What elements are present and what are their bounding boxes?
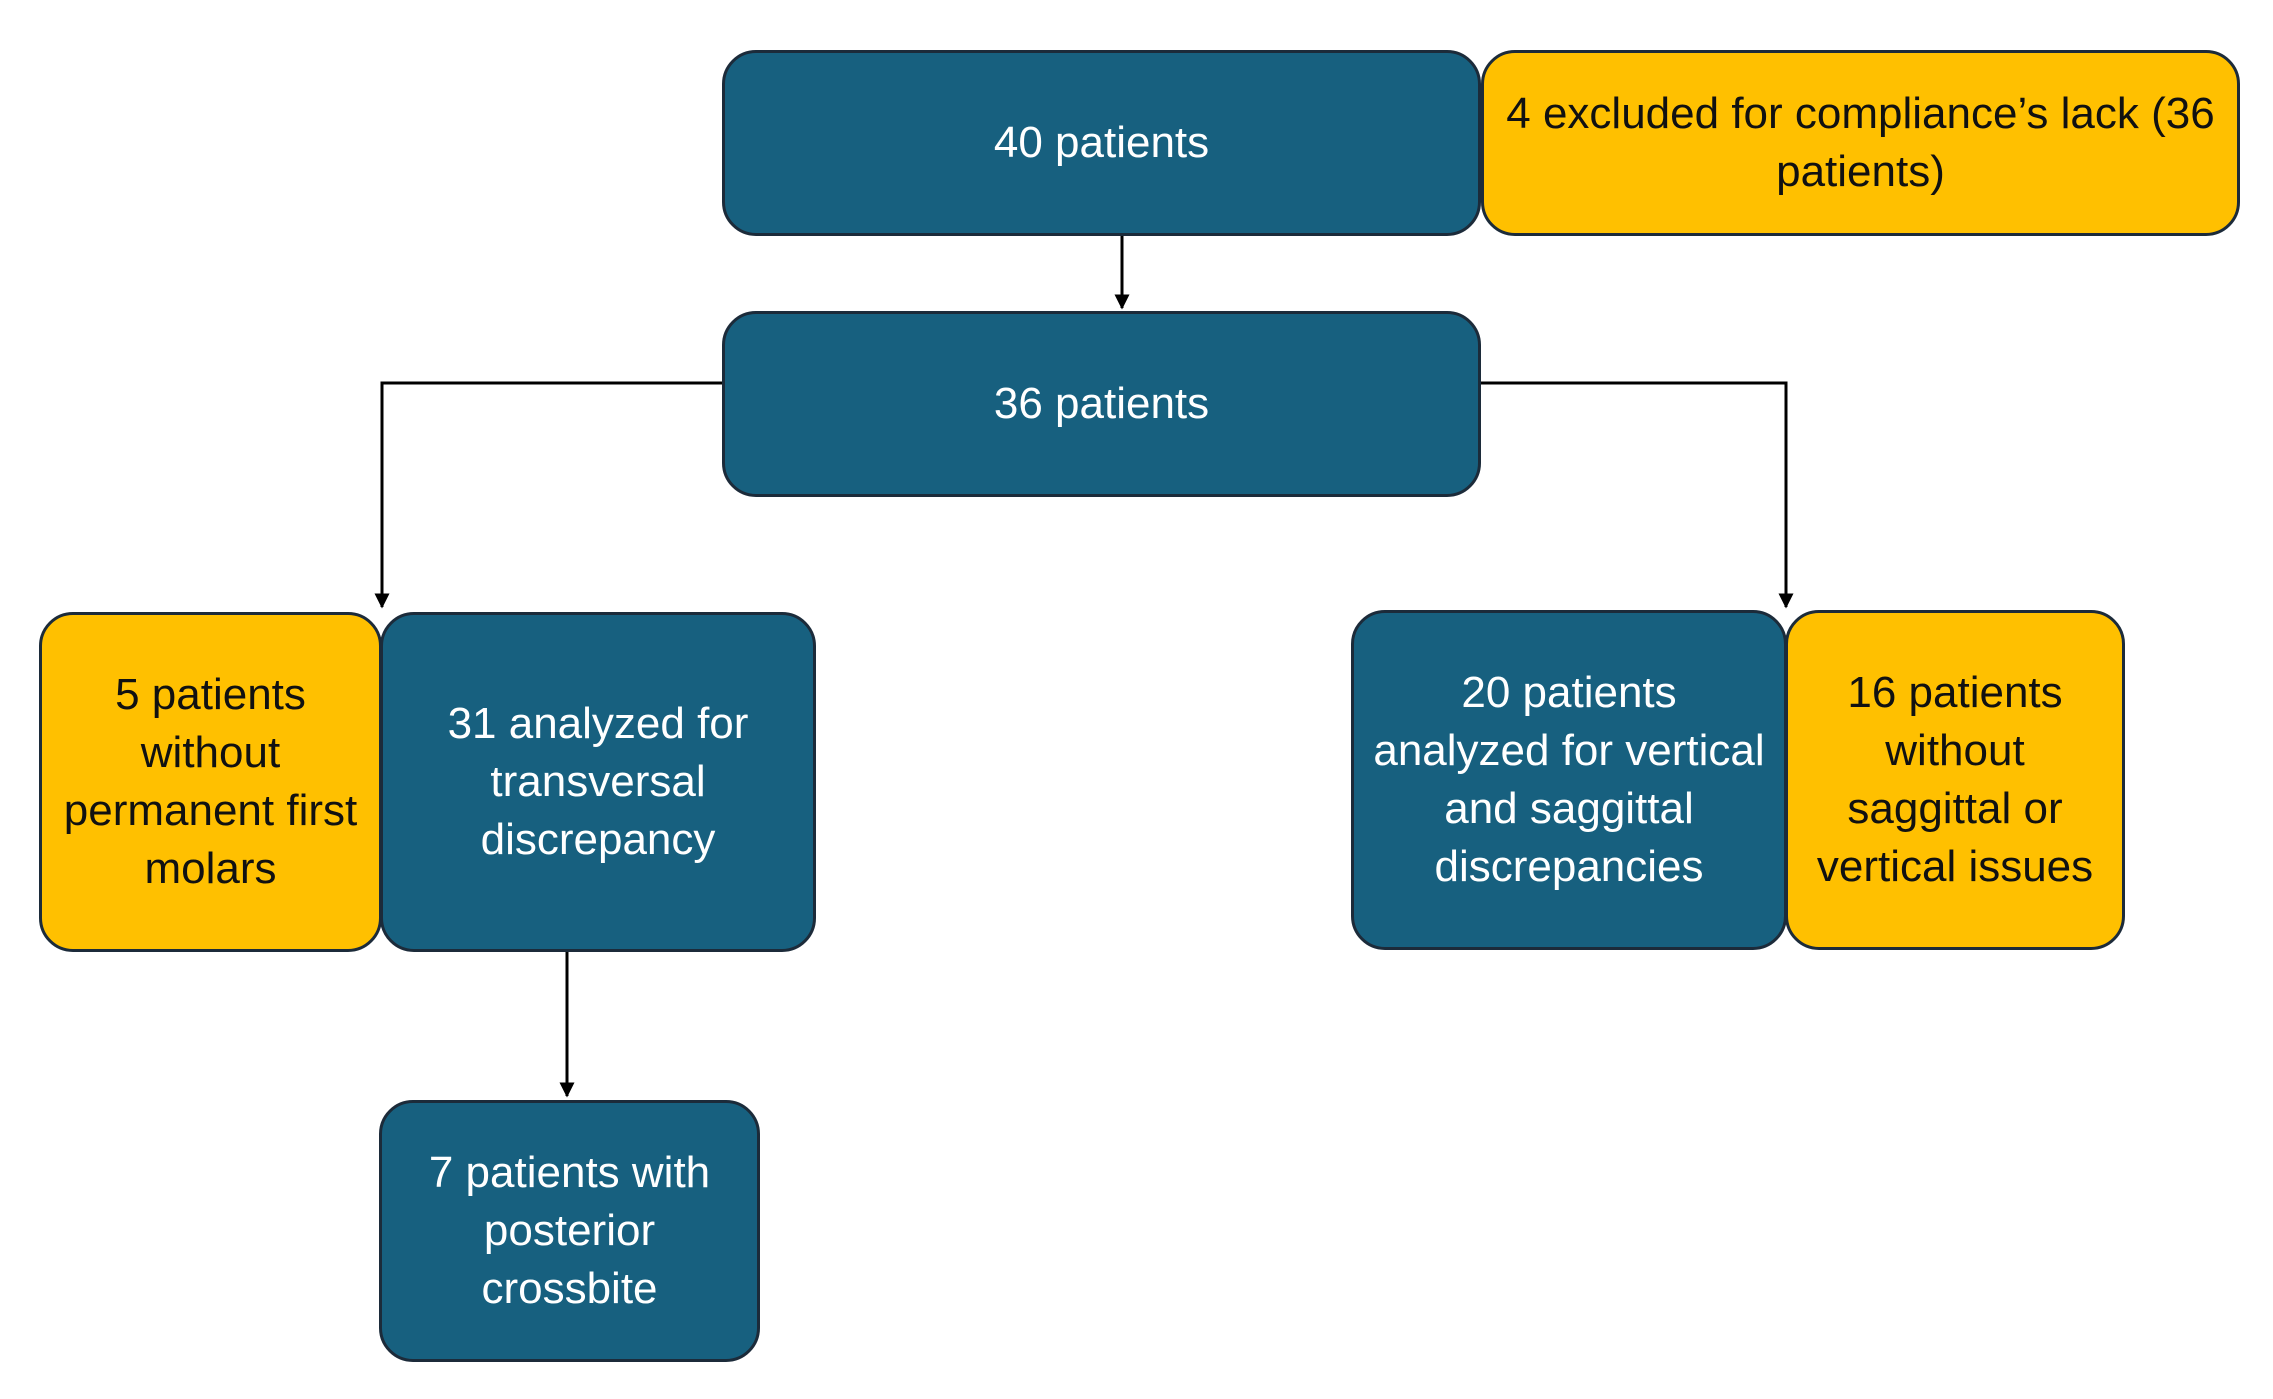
included-patients-label: 36 patients: [993, 379, 1210, 428]
transversal-label: 31 analyzed for transversal discrepancy: [447, 699, 749, 864]
included-patients-box: 36 patients: [722, 311, 1481, 497]
no-molars-box: 5 patients without permanent first molar…: [39, 612, 382, 952]
arrow-36-to-transversal: [374, 381, 722, 609]
vertical-sagittal-label: 20 patients analyzed for vertical and sa…: [1373, 668, 1765, 891]
total-patients-box: 40 patients: [722, 50, 1481, 236]
no-issues-label: 16 patients without saggittal or vertica…: [1816, 668, 2094, 891]
no-molars-label: 5 patients without permanent first molar…: [63, 670, 358, 893]
excluded-patients-box: 4 excluded for compliance’s lack (36 pat…: [1481, 50, 2240, 236]
excluded-patients-label: 4 excluded for compliance’s lack (36 pat…: [1506, 89, 2215, 196]
vertical-sagittal-box: 20 patients analyzed for vertical and sa…: [1351, 610, 1787, 950]
transversal-box: 31 analyzed for transversal discrepancy: [380, 612, 816, 952]
crossbite-label: 7 patients with posterior crossbite: [428, 1148, 711, 1313]
total-patients-label: 40 patients: [993, 118, 1210, 167]
crossbite-box: 7 patients with posterior crossbite: [379, 1100, 760, 1362]
arrow-36-to-vertical: [1481, 381, 1794, 609]
no-issues-box: 16 patients without saggittal or vertica…: [1785, 610, 2125, 950]
